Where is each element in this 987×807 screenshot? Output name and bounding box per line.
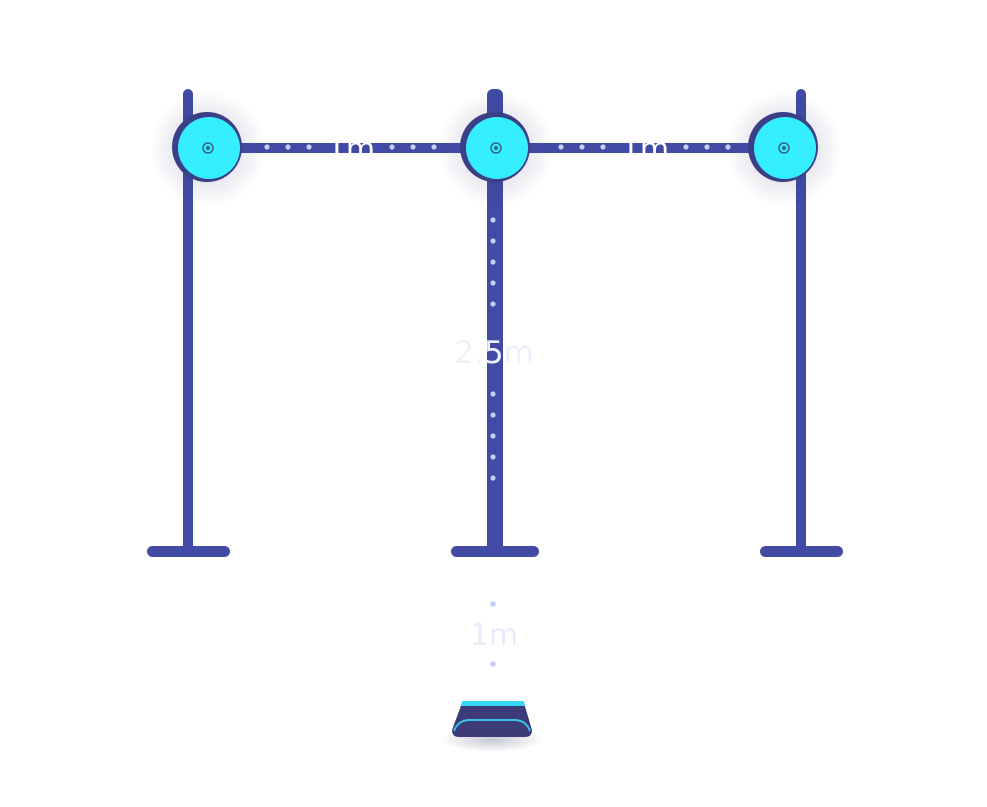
spacing-left-dots: [264, 144, 437, 150]
measure-dot: [410, 144, 416, 150]
right-sensor: [726, 91, 842, 207]
base-station-icon: [440, 701, 544, 752]
measure-dot: [683, 144, 689, 150]
sensor-lens-icon: [778, 142, 790, 154]
measure-dot: [490, 475, 496, 481]
measure-dot: [490, 301, 496, 307]
measure-dot: [490, 433, 496, 439]
sensor-lens-icon: [490, 142, 502, 154]
sensor-lens-icon: [202, 142, 214, 154]
measure-dot: [431, 144, 437, 150]
measure-dot: [490, 238, 496, 244]
measure-dot: [306, 144, 312, 150]
height-label: 2.5m: [454, 335, 534, 371]
measure-dot: [285, 144, 291, 150]
measure-dot: [600, 144, 606, 150]
measure-dot: [490, 217, 496, 223]
center-sensor: [438, 91, 554, 207]
base-distance-label: 1m: [470, 618, 518, 653]
spacing-right-label: 1m: [621, 132, 669, 167]
measure-dot: [490, 280, 496, 286]
spacing-left-label: 1m: [327, 132, 375, 167]
base-distance-dots: [490, 601, 496, 667]
measure-dot: [490, 661, 496, 667]
measure-dot: [558, 144, 564, 150]
right-stand: [760, 89, 843, 557]
measure-dot: [490, 391, 496, 397]
measure-dot: [490, 454, 496, 460]
measure-dot: [490, 259, 496, 265]
measure-dot: [704, 144, 710, 150]
height-dots: [490, 217, 496, 481]
measure-dot: [490, 412, 496, 418]
measure-dot: [579, 144, 585, 150]
measure-dot: [389, 144, 395, 150]
left-sensor: [150, 91, 266, 207]
left-stand: [147, 89, 230, 557]
measure-dot: [490, 601, 496, 607]
